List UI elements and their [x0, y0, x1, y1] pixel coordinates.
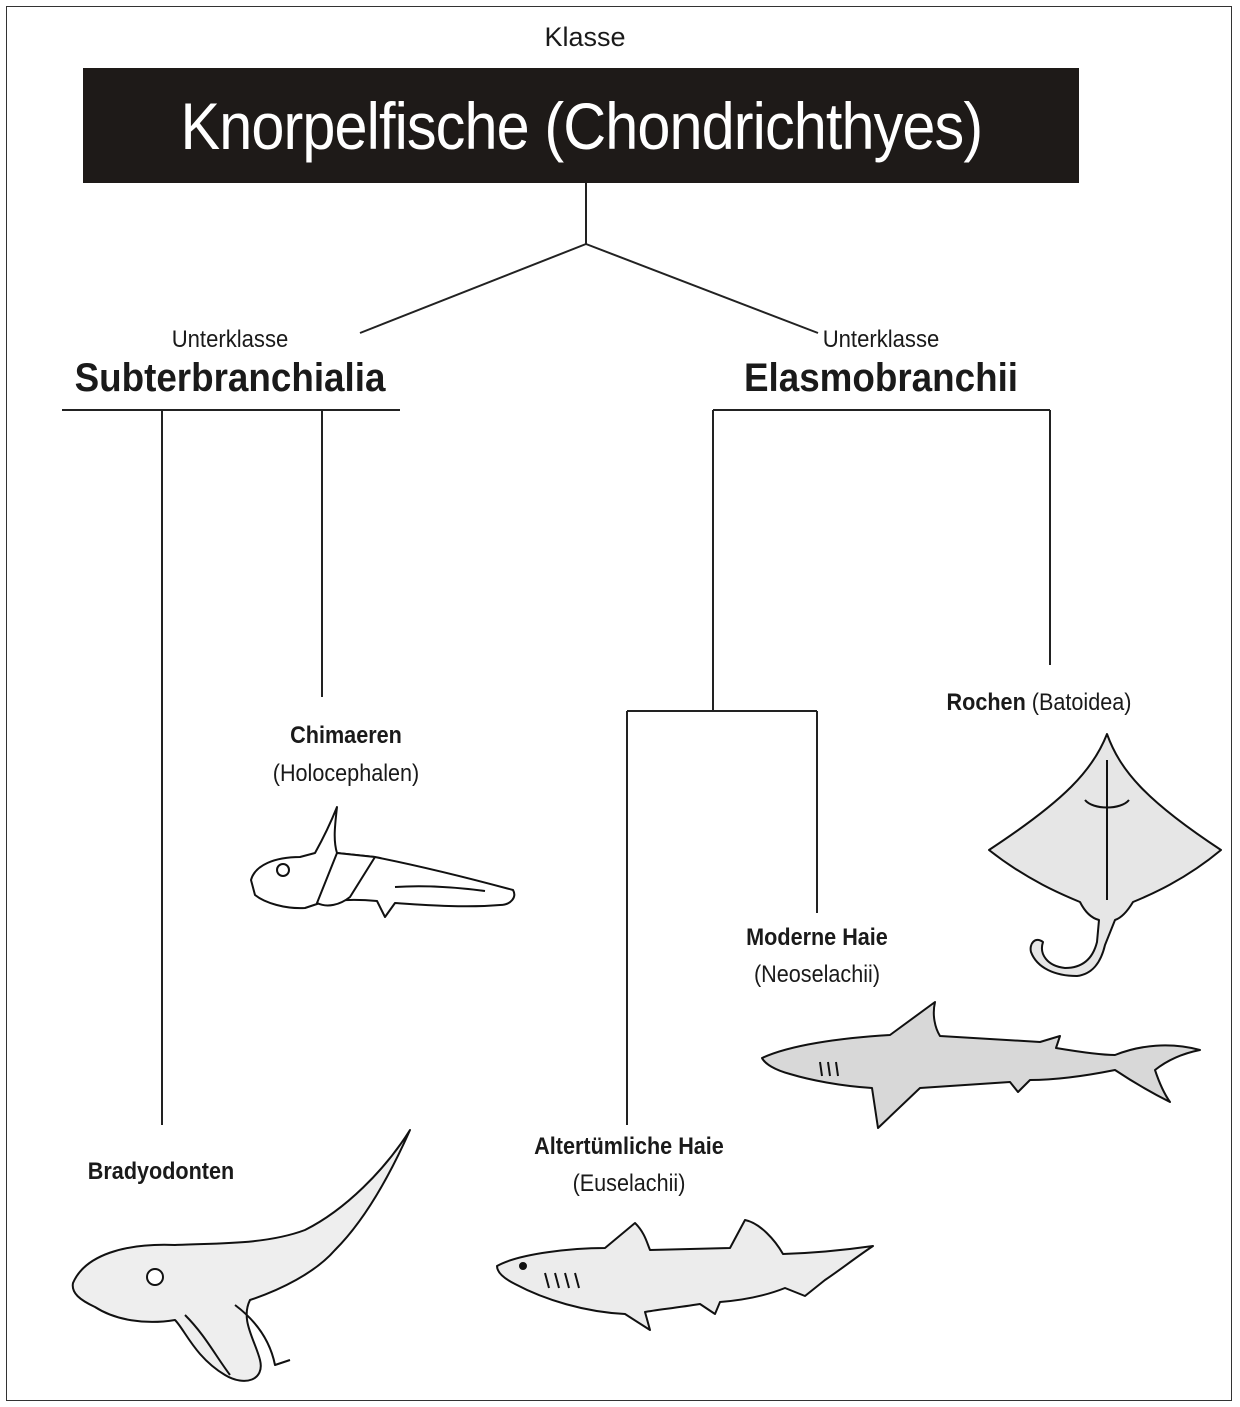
moderne-haie-sci-label: (Neoselachii) [754, 961, 880, 989]
subclass-right-name: Elasmobranchii [744, 356, 1018, 401]
class-kicker: Klasse [544, 22, 625, 53]
altertuemliche-haie-sci-label: (Euselachii) [573, 1170, 686, 1198]
subclass-right-kicker: Unterklasse [823, 326, 940, 354]
class-title: Knorpelfische (Chondrichthyes) [180, 88, 982, 164]
ancient-shark-illustration [495, 1218, 875, 1338]
bradyodont-illustration [65, 1125, 415, 1390]
subclass-left-name: Subterbranchialia [75, 356, 386, 401]
rochen-label: Rochen [947, 689, 1026, 716]
root-branch-left [360, 244, 586, 333]
chimaeren-label: Chimaeren [290, 722, 402, 750]
moderne-haie-label: Moderne Haie [746, 924, 888, 952]
rochen-label-line: Rochen (Batoidea) [947, 689, 1132, 717]
class-title-box: Knorpelfische (Chondrichthyes) [83, 68, 1079, 183]
modern-shark-illustration [760, 1000, 1205, 1130]
rochen-sci-label: (Batoidea) [1032, 689, 1132, 716]
chimaeren-sci-label: (Holocephalen) [273, 760, 419, 788]
root-branch-right [586, 244, 818, 333]
chimaera-illustration [245, 805, 525, 925]
subclass-left-kicker: Unterklasse [172, 326, 289, 354]
ray-illustration [985, 730, 1230, 985]
altertuemliche-haie-label: Altertümliche Haie [534, 1133, 724, 1161]
